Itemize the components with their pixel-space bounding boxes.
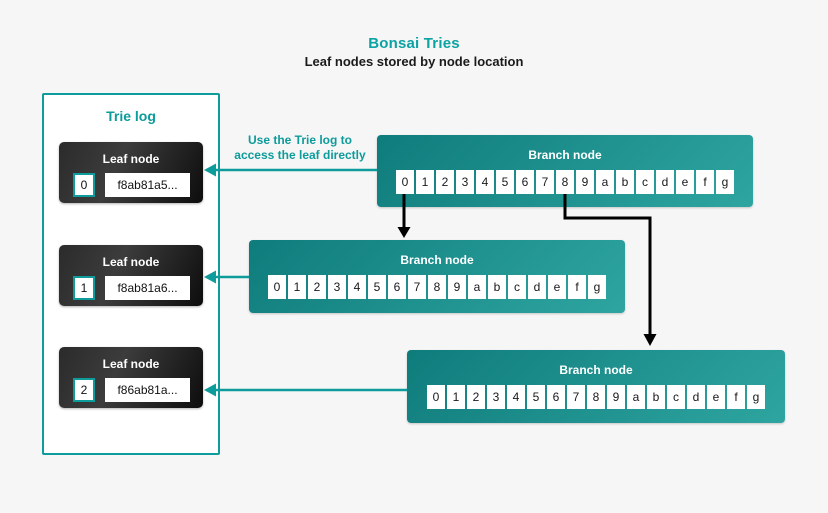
- branch-cell: 6: [516, 170, 534, 194]
- branch-cell: 1: [288, 275, 306, 299]
- branch-node-title: Branch node: [528, 148, 602, 162]
- branch-node-title: Branch node: [400, 253, 474, 267]
- branch-cell: 0: [427, 385, 445, 409]
- branch-cell: a: [627, 385, 645, 409]
- branch-cell: 7: [536, 170, 554, 194]
- branch-cell: a: [468, 275, 486, 299]
- branch-cell: c: [667, 385, 685, 409]
- branch-cell: d: [528, 275, 546, 299]
- branch-cell: 9: [576, 170, 594, 194]
- branch-cell: 4: [348, 275, 366, 299]
- branch-cell: 2: [308, 275, 326, 299]
- leaf-node-title: Leaf node: [102, 255, 160, 269]
- branch-cell: 0: [396, 170, 414, 194]
- trie-log-title: Trie log: [106, 108, 156, 124]
- branch-cell: 2: [436, 170, 454, 194]
- annotation-label: Use the Trie log to access the leaf dire…: [220, 133, 380, 163]
- branch-cell: 2: [467, 385, 485, 409]
- arrow-branch0-to-leaf0: [204, 163, 377, 177]
- branch-cell: b: [616, 170, 634, 194]
- leaf-node-title: Leaf node: [102, 357, 160, 371]
- arrow-branch2-to-leaf2: [204, 383, 407, 397]
- leaf-hash-box: f8ab81a6...: [105, 276, 190, 300]
- branch-cell: 5: [496, 170, 514, 194]
- branch-cell: 6: [388, 275, 406, 299]
- page-title: Bonsai Tries: [368, 35, 460, 52]
- leaf-node-row: 0 f8ab81a5...: [59, 173, 203, 197]
- branch-cell: g: [588, 275, 606, 299]
- annotation-line-2: access the leaf directly: [234, 148, 366, 162]
- branch-cell: 8: [556, 170, 574, 194]
- branch-cell: 1: [416, 170, 434, 194]
- branch-cell: 3: [328, 275, 346, 299]
- branch-cell: f: [727, 385, 745, 409]
- leaf-node-title: Leaf node: [102, 152, 160, 166]
- branch-cell: d: [687, 385, 705, 409]
- leaf-hash-box: f8ab81a5...: [105, 173, 190, 197]
- branch-cell: 4: [476, 170, 494, 194]
- branch-cell: e: [676, 170, 694, 194]
- branch-cell: 6: [547, 385, 565, 409]
- branch-cell: d: [656, 170, 674, 194]
- leaf-node-card-1: Leaf node 1 f8ab81a6...: [59, 245, 203, 306]
- leaf-node-card-2: Leaf node 2 f86ab81a...: [59, 347, 203, 408]
- branch-cell: c: [508, 275, 526, 299]
- branch-cell: b: [488, 275, 506, 299]
- leaf-node-row: 1 f8ab81a6...: [59, 276, 203, 300]
- leaf-node-card-0: Leaf node 0 f8ab81a5...: [59, 142, 203, 203]
- leaf-index-box: 2: [73, 378, 95, 402]
- branch-cell: 7: [567, 385, 585, 409]
- branch-cell: b: [647, 385, 665, 409]
- branch-cell: e: [707, 385, 725, 409]
- branch-cell: 9: [448, 275, 466, 299]
- leaf-hash-box: f86ab81a...: [105, 378, 190, 402]
- branch-cell: 8: [428, 275, 446, 299]
- branch-cell: 7: [408, 275, 426, 299]
- branch-cell: c: [636, 170, 654, 194]
- trie-log-panel: Trie log Leaf node 0 f8ab81a5... Leaf no…: [42, 93, 220, 455]
- branch-cell: f: [568, 275, 586, 299]
- branch-cell: 1: [447, 385, 465, 409]
- branch-cell: f: [696, 170, 714, 194]
- branch-cell: 9: [607, 385, 625, 409]
- branch-cell: 3: [456, 170, 474, 194]
- leaf-index-box: 1: [73, 276, 95, 300]
- branch-cell: e: [548, 275, 566, 299]
- leaf-node-row: 2 f86ab81a...: [59, 378, 203, 402]
- leaf-index-box: 0: [73, 173, 95, 197]
- branch-cell: g: [716, 170, 734, 194]
- annotation-line-1: Use the Trie log to: [247, 133, 352, 147]
- branch-cell: g: [747, 385, 765, 409]
- page-subtitle: Leaf nodes stored by node location: [304, 54, 524, 69]
- branch-cell: 0: [268, 275, 286, 299]
- branch-cell: a: [596, 170, 614, 194]
- branch-cell: 3: [487, 385, 505, 409]
- branch-cell: 8: [587, 385, 605, 409]
- branch-cell: 5: [368, 275, 386, 299]
- branch-cell: 5: [527, 385, 545, 409]
- branch-cell: 4: [507, 385, 525, 409]
- branch-node-title: Branch node: [559, 363, 633, 377]
